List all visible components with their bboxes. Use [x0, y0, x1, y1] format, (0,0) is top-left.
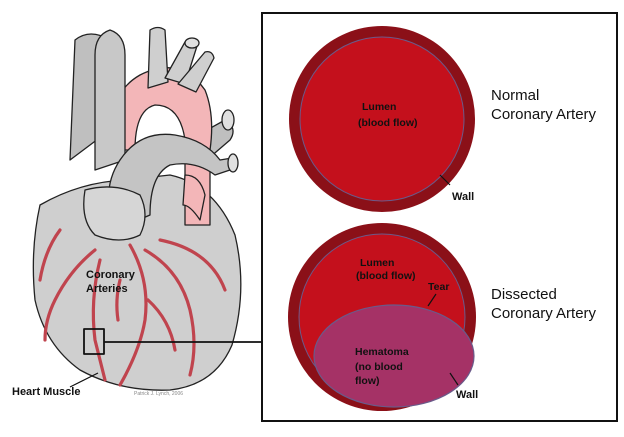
heart-illustration: [32, 26, 242, 391]
coronary-arteries-label-1: Coronary: [86, 269, 136, 281]
dissected-lumen-label-1: Lumen: [360, 257, 394, 269]
credit-text: Patrick J. Lynch, 2006: [134, 391, 183, 397]
coronary-arteries-label-2: Arteries: [86, 283, 128, 295]
heart-muscle-pointer: [69, 372, 99, 388]
normal-artery-lumen: [299, 36, 465, 202]
normal-lumen-label-2: (blood flow): [358, 117, 417, 129]
dissected-artery-cross-section: [288, 223, 476, 411]
coronary-arteries: [38, 228, 227, 387]
normal-artery-cross-section: [289, 26, 475, 212]
aortic-branch-1: [147, 26, 169, 89]
heart-muscle-label: Heart Muscle: [12, 386, 80, 398]
normal-title-1: Normal: [491, 87, 539, 104]
tear-label: Tear: [428, 281, 449, 293]
hematoma-label-3: flow): [355, 375, 380, 387]
hematoma-label-1: Hematoma: [355, 346, 409, 358]
dissected-wall-label: Wall: [456, 389, 478, 401]
right-atrium: [83, 186, 146, 241]
hematoma: [313, 304, 475, 408]
normal-wall-pointer: [439, 174, 451, 186]
aortic-branch-3: [177, 50, 215, 93]
tear-pointer: [427, 293, 437, 307]
hematoma-label-2: (no blood: [355, 361, 403, 373]
normal-lumen-label-1: Lumen: [362, 101, 396, 113]
dissected-title-1: Dissected: [491, 286, 557, 303]
dissected-lumen-label-2: (blood flow): [356, 270, 415, 282]
vessel-opening-3: [184, 37, 200, 49]
vena-cava: [94, 29, 126, 171]
vessel-opening-1: [221, 109, 235, 131]
dissected-wall-pointer: [449, 372, 459, 386]
vessel-opening-2: [227, 153, 239, 173]
left-atrium: [182, 174, 206, 221]
heart-muscle-shape: [32, 174, 242, 391]
normal-wall-label: Wall: [452, 191, 474, 203]
dissected-title-2: Coronary Artery: [491, 305, 597, 322]
normal-title-2: Coronary Artery: [491, 106, 597, 123]
